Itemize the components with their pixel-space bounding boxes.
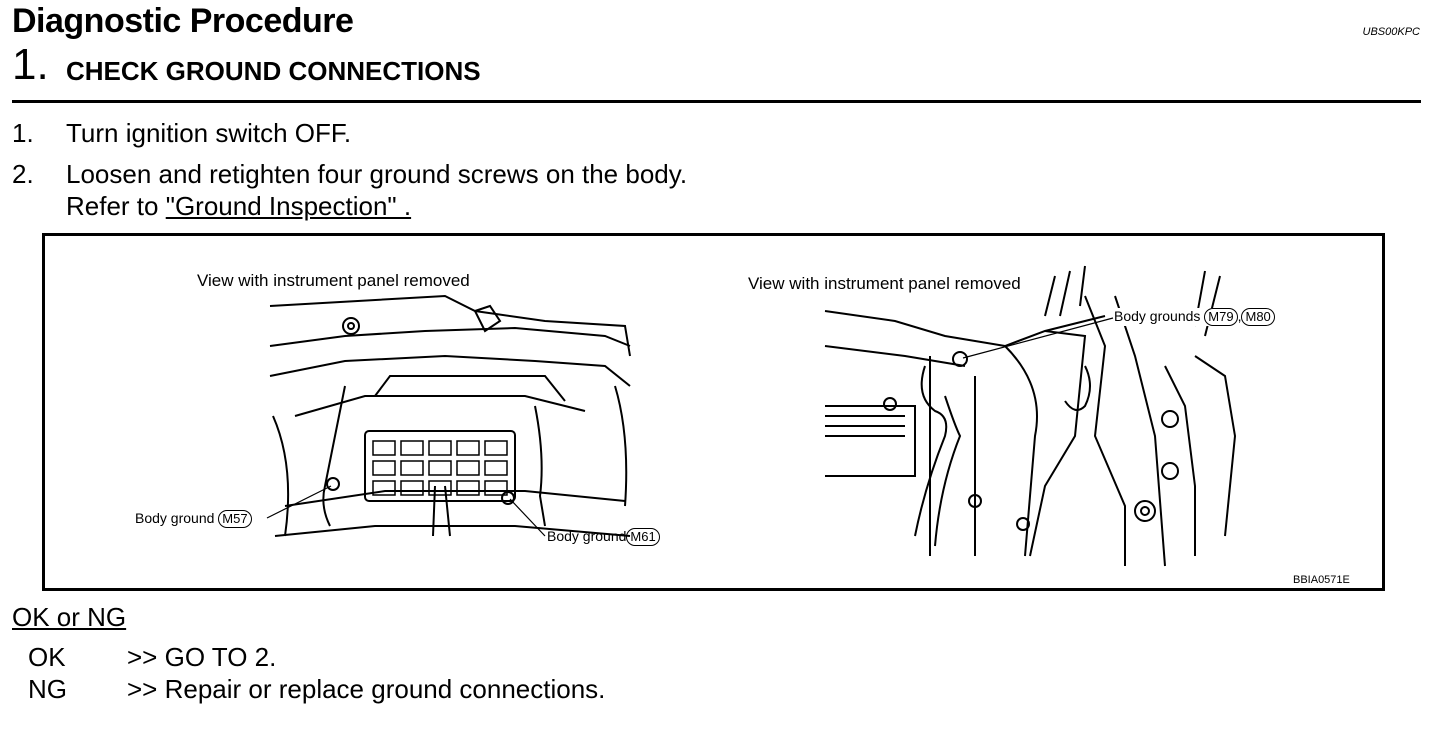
step-title: CHECK GROUND CONNECTIONS bbox=[66, 56, 481, 86]
reference-prefix: Refer to bbox=[66, 191, 166, 221]
body-grounds-m79-m80-label: Body grounds M79,M80 bbox=[1114, 308, 1275, 326]
figure-code: BBIA0571E bbox=[1293, 574, 1350, 586]
connector-m61: M61 bbox=[626, 528, 660, 546]
figure-frame: View with instrument panel removed View … bbox=[42, 233, 1385, 591]
instruction-1-text: Turn ignition switch OFF. bbox=[66, 118, 352, 148]
connector-separator: , bbox=[1237, 308, 1242, 324]
body-ground-label: Body ground bbox=[547, 528, 627, 544]
engine-illustration bbox=[266, 265, 1237, 567]
body-grounds-label: Body grounds bbox=[1114, 308, 1201, 324]
leader-lines bbox=[266, 317, 1114, 537]
right-view-caption: View with instrument panel removed bbox=[748, 274, 1021, 293]
left-drawing bbox=[269, 294, 631, 537]
result-ng-value: >> Repair or replace ground connections. bbox=[127, 674, 606, 704]
right-drawing bbox=[824, 265, 1237, 567]
result-heading: OK or NG bbox=[12, 602, 127, 632]
connector-m57: M57 bbox=[218, 510, 252, 528]
connector-m80: M80 bbox=[1241, 308, 1275, 326]
instruction-2-number: 2. bbox=[12, 159, 34, 189]
header-rule bbox=[12, 100, 1421, 103]
instruction-1-number: 1. bbox=[12, 118, 34, 148]
page-title: Diagnostic Procedure bbox=[12, 2, 354, 40]
body-ground-label: Body ground bbox=[135, 510, 215, 526]
instruction-2-text: Loosen and retighten four ground screws … bbox=[66, 159, 688, 189]
result-ok-key: OK bbox=[28, 642, 66, 672]
step-number: 1. bbox=[12, 40, 49, 89]
ground-inspection-link[interactable]: "Ground Inspection" . bbox=[165, 191, 412, 221]
left-view-caption: View with instrument panel removed bbox=[197, 271, 470, 290]
result-ng-key: NG bbox=[28, 674, 67, 704]
result-ok-value: >> GO TO 2. bbox=[127, 642, 277, 672]
doc-code: UBS00KPC bbox=[1362, 26, 1420, 38]
body-ground-m57-label: Body ground M57 bbox=[135, 510, 252, 528]
reference-line: Refer to "Ground Inspection" . bbox=[66, 191, 411, 222]
connector-m79: M79 bbox=[1204, 308, 1238, 326]
